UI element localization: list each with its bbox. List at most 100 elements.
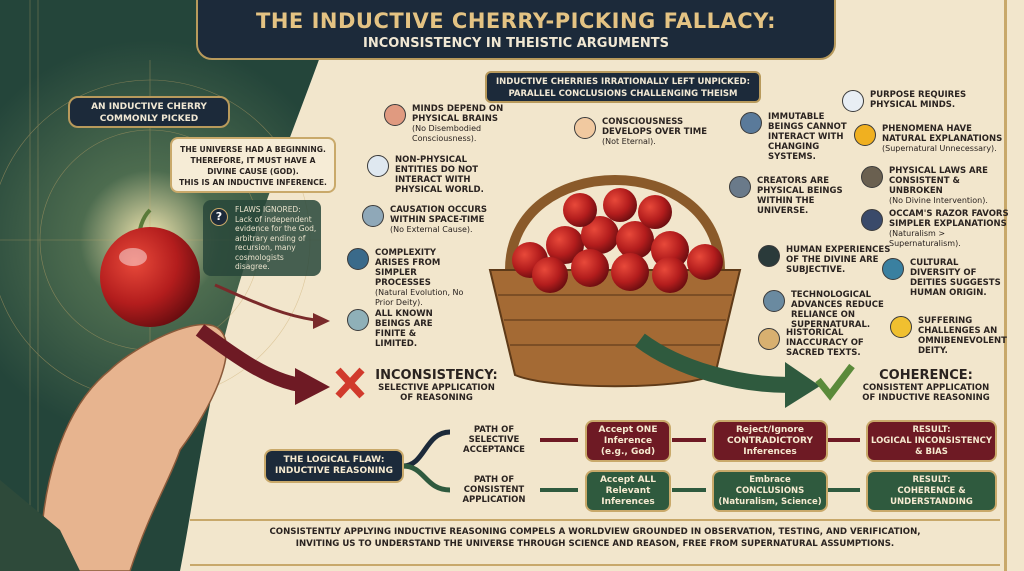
globe-icon	[882, 258, 904, 280]
hand-holding-cherry	[0, 208, 228, 571]
baby-icon	[574, 117, 596, 139]
galaxy-icon	[861, 209, 883, 231]
dna-icon	[347, 248, 369, 270]
basket-cherry	[603, 188, 637, 222]
coherence-title: COHERENCE:	[879, 368, 973, 383]
basket-cherry	[638, 195, 672, 229]
label-line: PATH OF	[473, 425, 515, 435]
robot-icon	[763, 290, 785, 312]
basket-cherry	[651, 231, 689, 269]
unpicked-cherry-item: PURPOSE REQUIRES PHYSICAL MINDS.	[842, 90, 980, 112]
item-note: (Natural Evolution, No Prior Deity).	[375, 288, 464, 307]
basket-cherry	[652, 257, 688, 293]
unpicked-cherry-item: HUMAN EXPERIENCES OF THE DIVINE ARE SUBJ…	[758, 245, 891, 275]
box-line: Inferences	[743, 446, 797, 457]
box-line: Accept ALL	[599, 474, 657, 485]
cherry	[100, 227, 200, 327]
basket-cherry	[687, 244, 723, 280]
result-coherence-box: RESULT:COHERENCE &UNDERSTANDING	[866, 470, 997, 512]
item-note: (No Divine Intervention).	[889, 196, 988, 205]
footer-line: INVITING US TO UNDERSTAND THE UNIVERSE T…	[295, 539, 895, 549]
unpicked-cherry-item: CREATORS ARE PHYSICAL BEINGS WITHIN THE …	[729, 176, 857, 216]
page-title: THE INDUCTIVE CHERRY-PICKING FALLACY:	[256, 9, 776, 33]
magnifier-icon	[347, 309, 369, 331]
bubble-line: THIS IS AN INDUCTIVE INFERENCE.	[179, 178, 327, 187]
crying-face-icon	[890, 316, 912, 338]
item-note: (Supernatural Unnecessary).	[882, 144, 997, 153]
person-icon	[758, 245, 780, 267]
bubble-line: DIVINE CAUSE (GOD).	[207, 167, 299, 176]
label-line: ACCEPTANCE	[463, 445, 525, 455]
unpicked-cherry-item: CULTURAL DIVERSITY OF DEITIES SUGGESTS H…	[882, 258, 1010, 298]
check-mark-icon	[815, 363, 855, 401]
unpicked-cherry-item: NON-PHYSICAL ENTITIES DO NOT INTERACT WI…	[367, 155, 500, 195]
item-title: PHYSICAL LAWS ARE CONSISTENT & UNBROKEN	[889, 166, 988, 196]
unpicked-cherry-item: IMMUTABLE BEINGS CANNOT INTERACT WITH CH…	[740, 112, 858, 162]
question-icon: ?	[210, 208, 228, 226]
unpicked-cherry-item: PHYSICAL LAWS ARE CONSISTENT & UNBROKEN(…	[861, 166, 1009, 206]
label-line: SELECTIVE	[468, 435, 520, 445]
result-inconsistency-box: RESULT:LOGICAL INCONSISTENCY& BIAS	[866, 420, 997, 462]
item-title: MINDS DEPEND ON PHYSICAL BRAINS	[412, 104, 504, 124]
speech-bubble: THE UNIVERSE HAD A BEGINNING. THEREFORE,…	[170, 137, 336, 193]
item-note: (Not Eternal).	[602, 137, 656, 146]
logical-flaw-box: THE LOGICAL FLAW: INDUCTIVE REASONING	[264, 449, 404, 483]
coherence-caption: COHERENCE: CONSISTENT APPLICATION OF IND…	[856, 368, 996, 403]
box-line: (e.g., God)	[600, 446, 656, 457]
inconsistency-caption: INCONSISTENCY: SELECTIVE APPLICATION OF …	[374, 368, 499, 403]
basket-cherry	[571, 249, 609, 287]
bubble-line: THE UNIVERSE HAD A BEGINNING.	[180, 145, 326, 154]
item-title: HISTORICAL INACCURACY OF SACRED TEXTS.	[786, 328, 864, 358]
branch-selective	[402, 429, 451, 469]
title-banner: THE INDUCTIVE CHERRY-PICKING FALLACY: IN…	[196, 0, 836, 60]
basket-handle	[505, 175, 725, 271]
bubble-line: THEREFORE, IT MUST HAVE A	[190, 156, 316, 165]
box-line: CONTRADICTORY	[727, 435, 813, 446]
box-line: INDUCTIVE REASONING	[275, 466, 393, 476]
basket-cherry	[581, 216, 619, 254]
flaws-box: ? FLAWS IGNORED: Lack of independent evi…	[203, 200, 321, 276]
caption-line: OF REASONING	[400, 393, 473, 403]
red-arrowhead	[295, 368, 330, 405]
unpicked-cherry-item: CONSCIOUSNESS DEVELOPS OVER TIME(Not Ete…	[574, 117, 712, 147]
inconsistency-title: INCONSISTENCY:	[375, 368, 498, 383]
box-line: Accept ONE	[598, 424, 658, 435]
scroll-icon	[758, 328, 780, 350]
hammer-icon	[729, 176, 751, 198]
label-line: CONSISTENT	[463, 485, 525, 495]
lightning-icon	[854, 124, 876, 146]
item-title: HUMAN EXPERIENCES OF THE DIVINE ARE SUBJ…	[786, 245, 891, 275]
item-note: (No Disembodied Consciousness).	[412, 124, 482, 143]
item-title: CAUSATION OCCURS WITHIN SPACE-TIME	[390, 205, 488, 225]
box-line: RESULT:	[912, 424, 951, 435]
x-mark-icon	[335, 367, 365, 399]
basket-cherry	[532, 257, 568, 293]
unpicked-cherry-item: CAUSATION OCCURS WITHIN SPACE-TIME(No Ex…	[362, 205, 490, 235]
flaws-title: FLAWS IGNORED:	[235, 205, 301, 214]
box-line: Inferences	[601, 496, 655, 507]
unpicked-cherry-item: ALL KNOWN BEINGS ARE FINITE & LIMITED.	[347, 309, 455, 349]
caption-line: CONSISTENT APPLICATION	[862, 383, 990, 393]
item-note: (No External Cause).	[390, 225, 473, 234]
label-line: PATH OF	[473, 475, 515, 485]
thought-cloud-icon	[842, 90, 864, 112]
hand	[39, 323, 228, 571]
conclusion-footer: CONSISTENTLY APPLYING INDUCTIVE REASONIN…	[190, 526, 1000, 550]
item-title: PHENOMENA HAVE NATURAL EXPLANATIONS	[882, 124, 1003, 144]
page-subtitle: INCONSISTENCY IN THEISTIC ARGUMENTS	[363, 36, 669, 51]
item-title: CONSCIOUSNESS DEVELOPS OVER TIME	[602, 117, 708, 137]
item-title: SUFFERING CHALLENGES AN OMNIBENEVOLENT D…	[918, 316, 1007, 356]
unpicked-cherry-item: TECHNOLOGICAL ADVANCES REDUCE RELIANCE O…	[763, 290, 921, 330]
label-line: AN INDUCTIVE CHERRY	[91, 102, 207, 112]
box-line: LOGICAL INCONSISTENCY	[870, 435, 993, 446]
gear-icon	[740, 112, 762, 134]
unpicked-cherry-item: COMPLEXITY ARISES FROM SIMPLER PROCESSES…	[347, 248, 470, 308]
item-title: OCCAM'S RAZOR FAVORS SIMPLER EXPLANATION…	[889, 209, 1009, 229]
footer-line: CONSISTENTLY APPLYING INDUCTIVE REASONIN…	[269, 527, 921, 537]
box-line: & BIAS	[915, 446, 948, 457]
box-line: CONCLUSIONS	[735, 485, 805, 496]
clock-icon	[362, 205, 384, 227]
